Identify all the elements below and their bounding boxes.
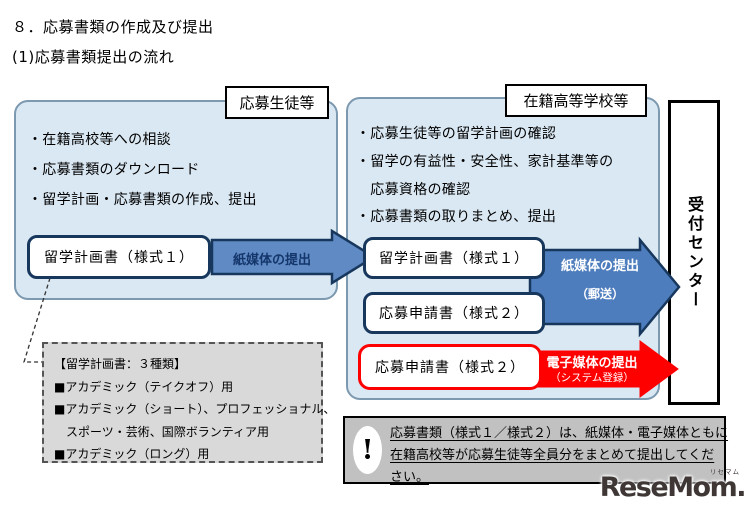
reception-center-box: 受付センター (668, 100, 720, 405)
electronic-submit-arrow-sublabel: （システム登録） (550, 372, 634, 384)
study-plan-type-item: ■アカデミック（ロング）用 (54, 447, 210, 461)
important-note-line: 応募書類（様式１／様式２）は、紙媒体・電子媒体ともに (390, 426, 729, 441)
page-subtitle: (1)応募書類提出の流れ (12, 48, 175, 66)
paper-submit-arrow-2 (528, 236, 681, 338)
doc-box-application-paper: 応募申請書（様式２） (363, 292, 545, 334)
paper-submit-arrow-2-label: 紙媒体の提出 (560, 259, 639, 274)
school-bullet-3: 応募資格の確認 (356, 182, 471, 198)
school-bullet-2: ・留学の有益性・安全性、家計基準等の (356, 154, 614, 170)
important-note-box: ! 応募書類（様式１／様式２）は、紙媒体・電子媒体ともに 在籍高校等が応募生徒等… (343, 416, 728, 485)
study-plan-types-note: 【留学計画書：３種類】 ■アカデミック（テイクオフ）用 ■アカデミック（ショート… (42, 342, 336, 463)
important-note-line: さい。 (390, 470, 430, 485)
resemom-logo: リセマム ReseMom. (600, 466, 747, 510)
school-bullet-4: ・応募書類の取りまとめ、提出 (356, 209, 557, 225)
students-bullet-3: ・留学計画・応募書類の作成、提出 (28, 192, 257, 208)
school-section-label: 在籍高等学校等 (505, 84, 647, 117)
resemom-logo-text: ReseMom. (599, 472, 747, 503)
students-bullet-1: ・在籍高校等への相談 (28, 132, 171, 148)
study-plan-type-item: スポーツ・芸術、国際ボランティア用 (54, 424, 270, 439)
students-bullet-2: ・応募書類のダウンロード (28, 162, 200, 178)
reception-center-label: 受付センター (685, 195, 704, 310)
important-note-text: 応募書類（様式１／様式２）は、紙媒体・電子媒体ともに 在籍高校等が応募生徒等全員… (390, 423, 729, 489)
paper-submit-arrow-1 (210, 228, 377, 286)
page-title: ８．応募書類の作成及び提出 (12, 18, 214, 36)
resemom-logo-ruby: リセマム (710, 468, 740, 476)
important-note-line: 在籍高校等が応募生徒等全員分をまとめて提出してくだ (390, 448, 715, 463)
study-plan-type-item: ■アカデミック（ショート）、プロフェッショナル、 (54, 402, 336, 416)
students-section-label: 応募生徒等 (225, 86, 329, 119)
exclamation-icon: ! (353, 426, 382, 474)
electronic-submit-arrow-label: 電子媒体の提出 (546, 356, 638, 371)
plan-note-connector-line (23, 277, 51, 363)
doc-box-study-plan-left: 留学計画書（様式１） (27, 235, 211, 279)
doc-box-study-plan-right: 留学計画書（様式１） (363, 237, 545, 279)
study-plan-types-title: 【留学計画書：３種類】 (54, 357, 187, 371)
paper-submit-arrow-1-label: 紙媒体の提出 (232, 253, 311, 268)
electronic-submit-arrow (533, 340, 679, 398)
doc-box-application-electronic: 応募申請書（様式２） (358, 344, 542, 390)
school-bullet-1: ・応募生徒等の留学計画の確認 (356, 126, 557, 142)
paper-submit-arrow-2-sublabel: （郵送） (575, 287, 624, 301)
study-plan-type-item: ■アカデミック（テイクオフ）用 (54, 379, 234, 394)
